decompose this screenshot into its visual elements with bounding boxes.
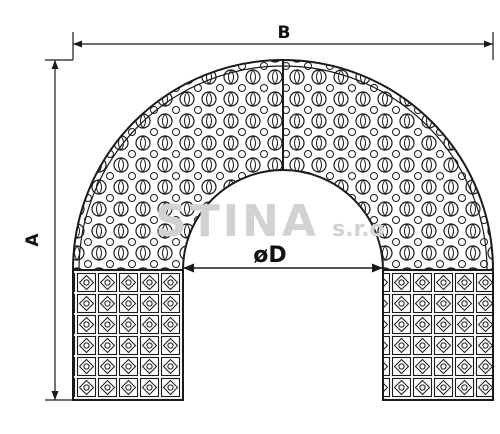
- dimension-a: [45, 59, 73, 401]
- dimension-b-label: B: [278, 23, 291, 43]
- dimension-a-label: A: [23, 233, 43, 247]
- dimension-d: [183, 263, 383, 273]
- dimension-b: [72, 32, 494, 60]
- watermark-suffix: s.r.o: [332, 217, 385, 242]
- watermark-brand: STINA: [155, 196, 319, 247]
- left-leg-grate: [72, 269, 184, 401]
- dimension-d-label: øD: [253, 243, 286, 268]
- right-leg-grate: [382, 269, 494, 401]
